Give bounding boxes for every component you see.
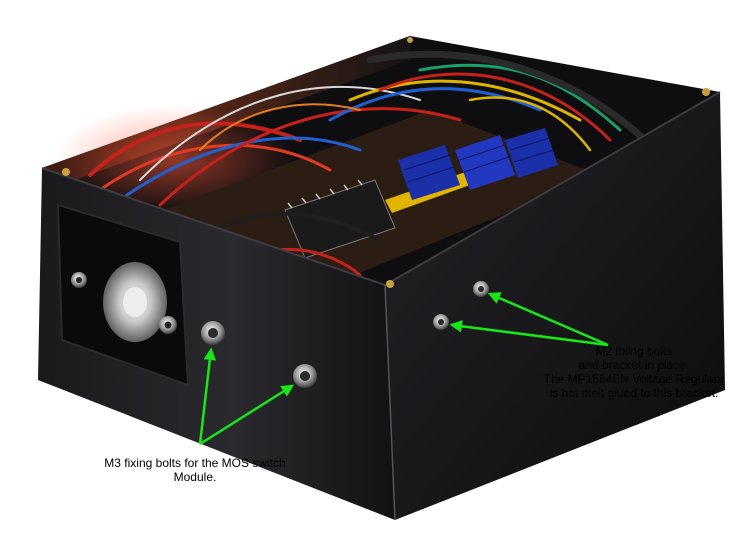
- m3-caption-line-2: Module.: [173, 470, 217, 484]
- m2-bolts-caption: M2 fixing bolts and bracket in place. Th…: [522, 344, 746, 400]
- m2-bolts: [433, 281, 489, 330]
- ic-pins: [287, 179, 363, 209]
- corner-screws: [62, 37, 710, 288]
- arrow-m3-right: [199, 384, 295, 446]
- arrow-m2-upper: [487, 292, 609, 347]
- arrow-m2-lower: [449, 320, 609, 347]
- arrow-m3-left: [198, 347, 217, 445]
- m3-bolts-caption: M3 fixing bolts for the MOS switch Modul…: [78, 456, 312, 484]
- ic-chip: [284, 179, 396, 259]
- annotation-arrows: [198, 292, 609, 446]
- m2-caption-line-4: is hot melt glued to this bracket.: [549, 386, 719, 400]
- enclosure-side-panel: [385, 92, 725, 520]
- m2-caption-line-2: and bracket in place.: [578, 358, 690, 372]
- m2-caption-line-1: M2 fixing bolts: [595, 344, 673, 358]
- m2-caption-line-3: The MP1584EN Voltage Regulaor: [543, 372, 725, 386]
- blue-heatsinks: [398, 128, 558, 200]
- m3-bolts: [201, 321, 317, 388]
- m3-caption-line-1: M3 fixing bolts for the MOS switch: [104, 456, 286, 470]
